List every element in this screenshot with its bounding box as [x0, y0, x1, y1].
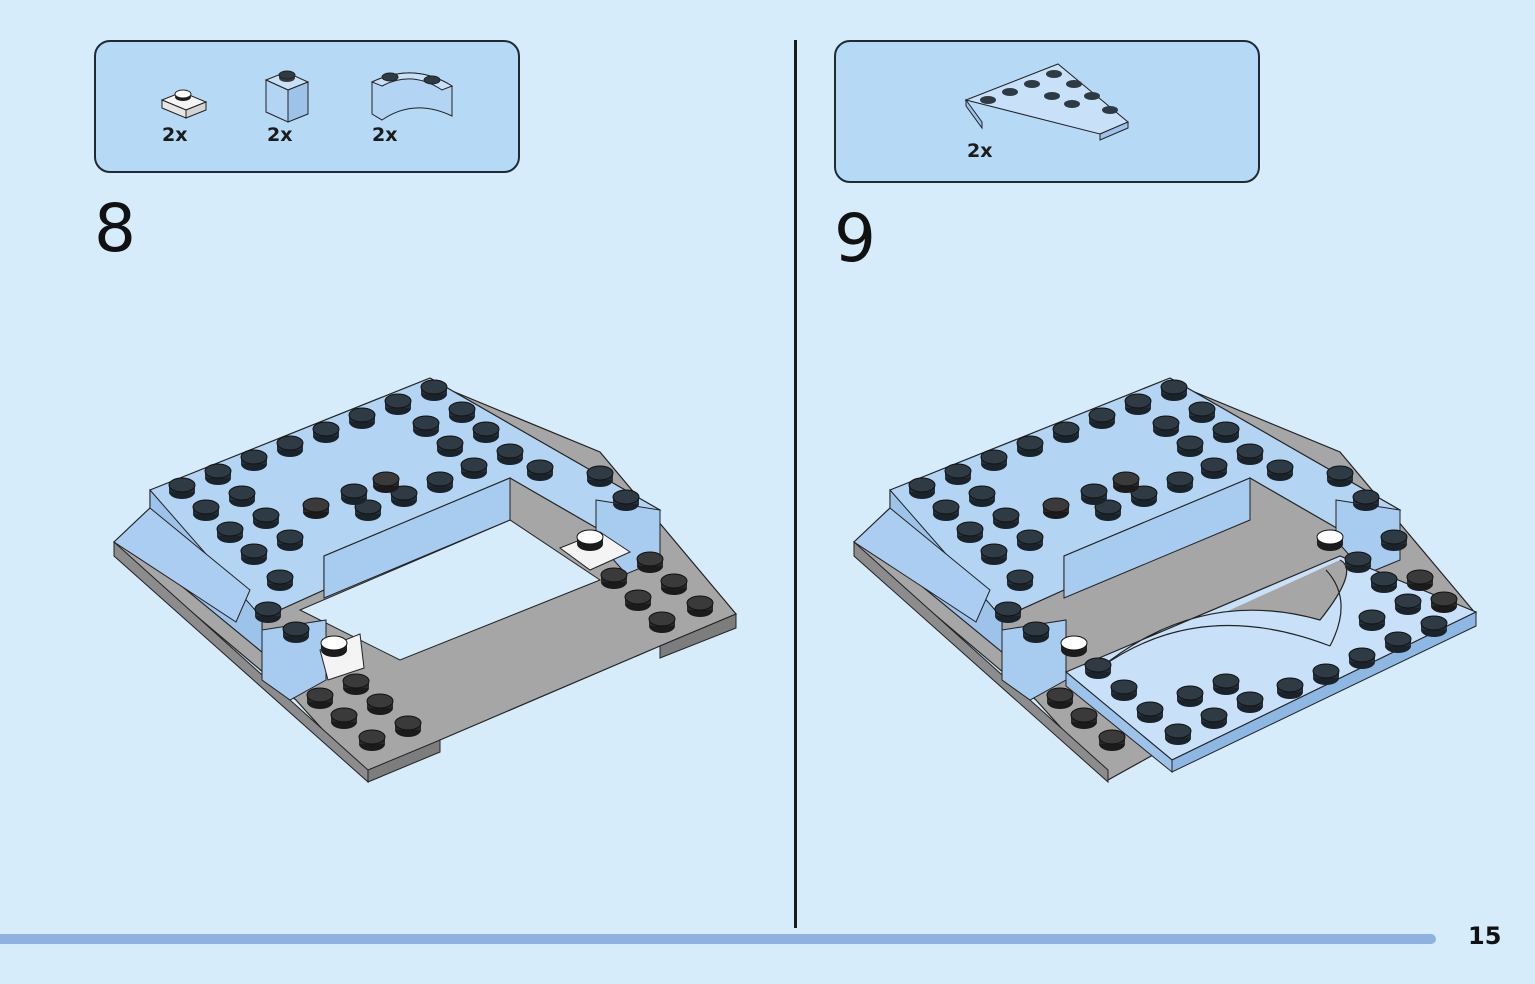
part-qty-brick: 2x — [267, 124, 293, 146]
part-qty-plate: 2x — [162, 124, 188, 146]
model-step-8 — [113, 377, 737, 784]
parts-callout-step-9: 2x — [834, 40, 1260, 183]
step-number-9: 9 — [834, 200, 876, 277]
quarter-circle-plate-blue-icon — [964, 63, 1129, 141]
parts-icons-step-8 — [160, 70, 454, 123]
step-number-8: 8 — [94, 190, 136, 267]
footer-progress-bar — [0, 934, 1436, 944]
brick-1x1-blue-icon — [264, 70, 310, 123]
parts-callout-step-8: 2x 2x 2x — [94, 40, 520, 173]
page-number: 15 — [1468, 922, 1502, 950]
model-step-9 — [853, 377, 1478, 784]
part-qty-arch: 2x — [372, 124, 398, 146]
plate-1x1-white-icon — [160, 89, 208, 119]
step-divider — [794, 40, 797, 928]
part-qty-quarter-plate: 2x — [967, 140, 993, 162]
arch-brick-blue-icon — [370, 72, 454, 121]
parts-icons-step-9 — [964, 63, 1129, 141]
